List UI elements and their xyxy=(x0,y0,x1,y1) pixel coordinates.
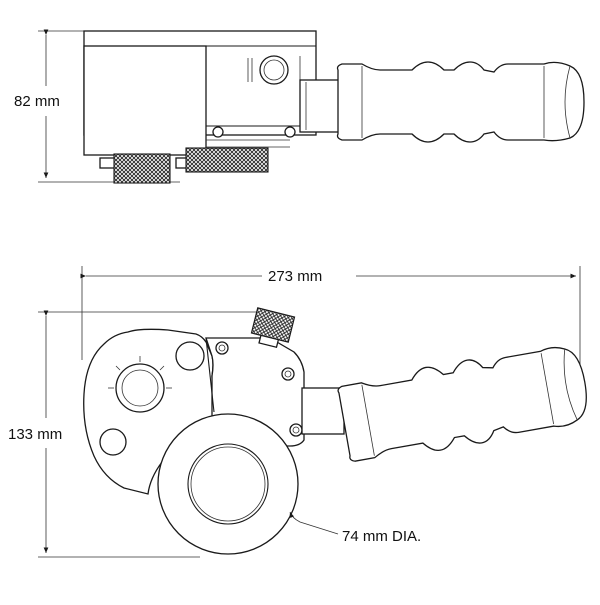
dimension-label-133mm: 133 mm xyxy=(8,426,62,443)
dimension-height-front xyxy=(38,310,270,558)
dimension-length xyxy=(80,266,581,380)
screw xyxy=(289,423,303,437)
diameter-leader xyxy=(289,511,339,535)
knurled-adjuster-right xyxy=(175,147,269,173)
bolt xyxy=(212,126,224,138)
knurled-adjuster-left xyxy=(99,153,171,184)
handle-shaft-front xyxy=(301,387,345,435)
front-cover xyxy=(83,45,207,156)
upper-knob xyxy=(175,341,205,371)
roller-74mm xyxy=(157,413,299,555)
screw xyxy=(215,341,229,355)
lower-knob xyxy=(99,428,127,456)
dimension-label-74mm-dia: 74 mm DIA. xyxy=(342,528,421,545)
knurled-knob-top xyxy=(250,307,296,349)
side-view: 82 mm xyxy=(14,29,585,184)
handle-grip-front xyxy=(337,346,587,462)
dimension-label-82mm: 82 mm xyxy=(14,93,60,110)
dimension-label-273mm: 273 mm xyxy=(268,268,322,285)
bolt xyxy=(284,126,296,138)
screw xyxy=(281,367,295,381)
handle-shaft xyxy=(299,79,343,133)
pivot-boss xyxy=(108,356,172,413)
front-view: 273 mm 133 mm xyxy=(8,266,587,558)
handle-grip-side xyxy=(336,61,585,143)
